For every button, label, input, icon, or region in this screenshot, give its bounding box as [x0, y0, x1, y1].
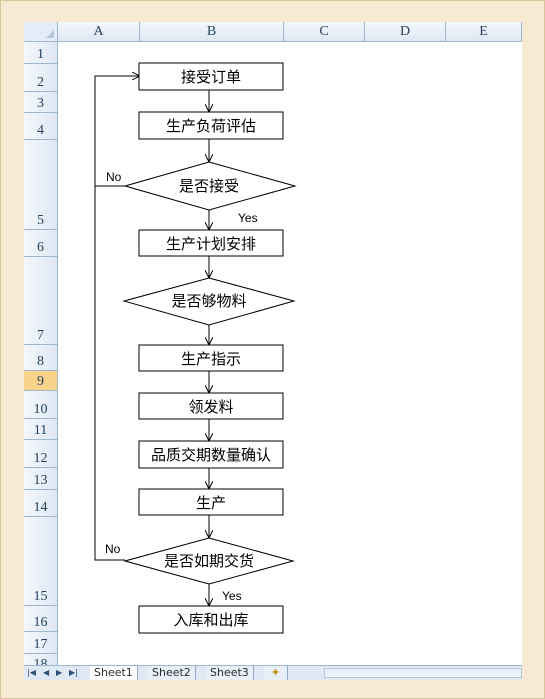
process-box-material-issue — [138, 392, 284, 420]
sheet-tab-bar: |◀ ◀ ▶ ▶| Sheet1 Sheet2 Sheet3 ✦ — [24, 665, 522, 680]
row-number: 6 — [37, 240, 44, 255]
loop-connector-no-delivery — [94, 186, 125, 561]
insert-sheet-icon[interactable]: ✦ — [264, 666, 288, 680]
row-number: 16 — [33, 615, 48, 630]
decision-label: 是否够物料 — [171, 292, 246, 310]
row-number: 12 — [33, 451, 48, 466]
row-header-6[interactable]: 6 — [24, 230, 58, 257]
process-box-accept-order — [138, 62, 284, 91]
row-header-2[interactable]: 2 — [24, 64, 58, 92]
step-label: 品质交期数量确认 — [151, 446, 271, 464]
row-header-16[interactable]: 16 — [24, 606, 58, 632]
process-box-produce — [138, 488, 284, 516]
select-all-corner[interactable] — [24, 22, 58, 42]
last-sheet-icon[interactable]: ▶| — [69, 668, 78, 677]
row-header-4[interactable]: 4 — [24, 113, 58, 140]
column-header-b[interactable]: B — [140, 22, 284, 42]
row-header-11[interactable]: 11 — [24, 419, 58, 440]
first-sheet-icon[interactable]: |◀ — [27, 668, 36, 677]
step-label: 生产负荷评估 — [166, 117, 256, 135]
row-number: 4 — [37, 123, 44, 138]
no-label: No — [105, 542, 121, 556]
row-header-7[interactable]: 7 — [24, 257, 58, 345]
decision-label: 是否接受 — [179, 177, 239, 195]
column-header-e[interactable]: E — [446, 22, 522, 42]
column-header-a[interactable]: A — [58, 22, 140, 42]
step-label: 生产计划安排 — [166, 235, 256, 253]
loop-connector-no-accept — [94, 76, 139, 187]
row-header-17[interactable]: 17 — [24, 632, 58, 654]
row-header-13[interactable]: 13 — [24, 468, 58, 490]
sheet-tab-sheet3[interactable]: Sheet3 — [206, 666, 254, 680]
row-header-15[interactable]: 15 — [24, 517, 58, 606]
decision-label: 是否如期交货 — [164, 552, 254, 570]
prev-sheet-icon[interactable]: ◀ — [43, 668, 50, 677]
process-box-schedule — [138, 229, 284, 257]
row-number: 14 — [33, 500, 48, 515]
step-label: 生产 — [196, 494, 226, 512]
row-header-3[interactable]: 3 — [24, 92, 58, 113]
column-header-d[interactable]: D — [365, 22, 446, 42]
row-number: 8 — [37, 354, 44, 369]
no-label: No — [106, 170, 122, 184]
row-number: 10 — [33, 402, 48, 417]
row-number: 13 — [33, 473, 48, 488]
row-number: 3 — [37, 96, 44, 111]
yes-label: Yes — [238, 211, 258, 225]
row-header-1[interactable]: 1 — [24, 42, 58, 64]
sheet-tab-sheet1[interactable]: Sheet1 — [90, 666, 138, 680]
next-sheet-icon[interactable]: ▶ — [56, 668, 63, 677]
row-number: 7 — [37, 328, 44, 343]
row-number: 9 — [37, 374, 44, 389]
step-label: 入库和出库 — [173, 611, 248, 629]
row-header-5[interactable]: 5 — [24, 140, 58, 230]
row-number: 11 — [33, 423, 48, 438]
decision-material — [122, 277, 296, 326]
yes-label: Yes — [222, 589, 242, 603]
decision-delivery — [123, 537, 295, 585]
row-header-8[interactable]: 8 — [24, 345, 58, 371]
sheet-tab-sheet2[interactable]: Sheet2 — [148, 666, 196, 680]
row-number: 5 — [37, 213, 44, 228]
row-number: 1 — [37, 47, 44, 62]
step-label: 接受订单 — [181, 68, 241, 86]
horizontal-scrollbar[interactable] — [324, 668, 522, 678]
process-box-warehouse — [138, 605, 284, 634]
row-number: 17 — [33, 637, 48, 652]
row-header-12[interactable]: 12 — [24, 440, 58, 468]
row-header-14[interactable]: 14 — [24, 490, 58, 517]
row-header-9[interactable]: 9 — [24, 371, 58, 391]
decision-accept — [123, 161, 297, 211]
process-box-quality-confirm — [138, 440, 284, 469]
process-box-load-eval — [138, 111, 284, 140]
process-box-instruction — [138, 344, 284, 372]
row-number: 15 — [33, 589, 48, 604]
step-label: 领发料 — [188, 398, 233, 416]
row-header-10[interactable]: 10 — [24, 391, 58, 419]
row-number: 2 — [37, 75, 44, 90]
step-label: 生产指示 — [181, 350, 241, 368]
column-header-c[interactable]: C — [284, 22, 365, 42]
